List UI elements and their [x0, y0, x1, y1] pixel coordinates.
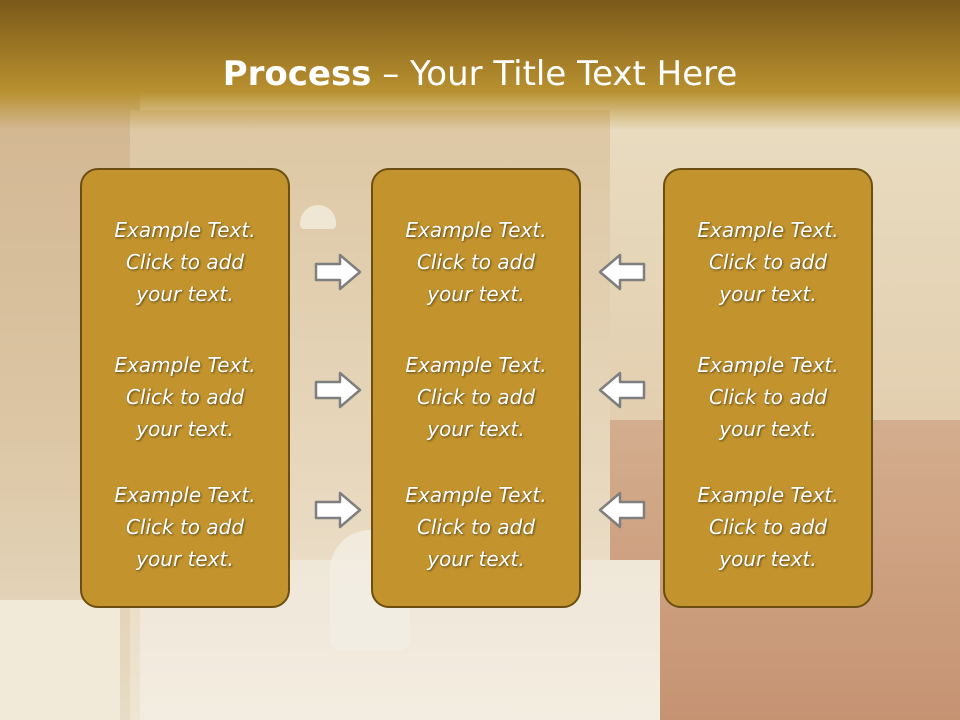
text-block[interactable]: Example Text. Click to add your text. — [405, 483, 547, 571]
arrow-right-icon — [314, 253, 362, 291]
process-panel-right[interactable]: Example Text. Click to add your text. Ex… — [663, 168, 873, 608]
arrow-right-icon — [314, 371, 362, 409]
text-block[interactable]: Example Text. Click to add your text. — [114, 353, 256, 441]
arrow-right-icon — [314, 491, 362, 529]
text-block[interactable]: Example Text. Click to add your text. — [114, 483, 256, 571]
text-block[interactable]: Example Text. Click to add your text. — [697, 218, 839, 306]
slide-title-rest: – Your Title Text Here — [371, 54, 738, 94]
text-block[interactable]: Example Text. Click to add your text. — [697, 353, 839, 441]
text-block[interactable]: Example Text. Click to add your text. — [114, 218, 256, 306]
text-block[interactable]: Example Text. Click to add your text. — [697, 483, 839, 571]
slide-title[interactable]: Process – Your Title Text Here — [0, 52, 960, 96]
title-banner — [0, 0, 960, 130]
text-block[interactable]: Example Text. Click to add your text. — [405, 353, 547, 441]
background-table — [0, 600, 120, 720]
arrow-left-icon — [598, 371, 646, 409]
arrow-left-icon — [598, 491, 646, 529]
slide-title-bold: Process — [222, 54, 372, 94]
process-panel-left[interactable]: Example Text. Click to add your text. Ex… — [80, 168, 290, 608]
arrow-left-icon — [598, 253, 646, 291]
process-panel-center[interactable]: Example Text. Click to add your text. Ex… — [371, 168, 581, 608]
background-lamp — [300, 205, 336, 229]
text-block[interactable]: Example Text. Click to add your text. — [405, 218, 547, 306]
